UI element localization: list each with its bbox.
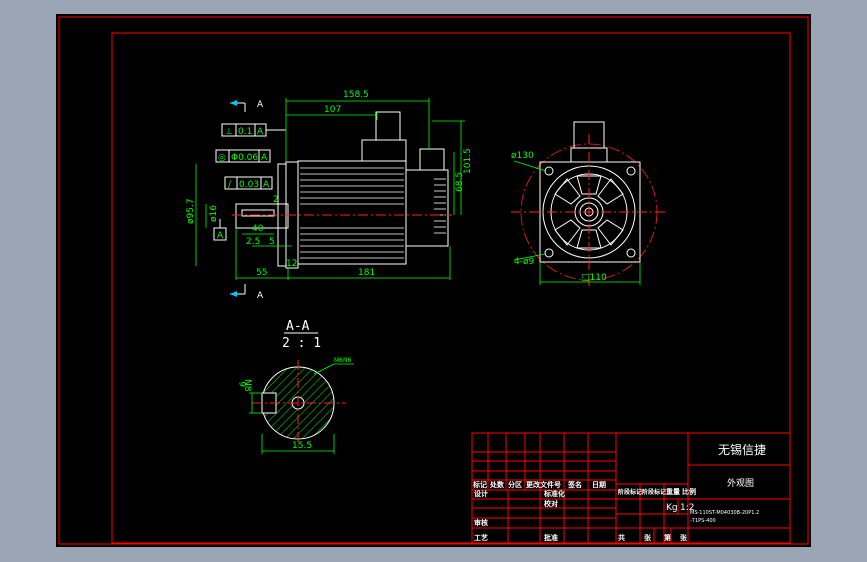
tb-sheet: 张 <box>680 533 688 542</box>
tb-col-mark: 标记 <box>472 480 487 489</box>
dim-height-1: 101.5 <box>463 148 473 174</box>
dim-bolt-circle: ø130 <box>511 151 534 161</box>
dim-key-depth: 6 <box>239 381 249 387</box>
gdt-3-symbol: ∕ <box>228 180 232 190</box>
dim-key-width: N8 <box>242 379 252 392</box>
tb-sheet-no: 第 <box>664 533 671 542</box>
side-view: A A ⊥ 0.1 A ◎ Φ0.06 A <box>186 90 473 301</box>
title-block-grid <box>472 433 790 543</box>
section-view: A-A 2 : 1 N8 6 M6N6 15.5 <box>239 319 354 454</box>
gdt-2-datum: A <box>261 153 268 163</box>
encoder-ribs <box>434 178 446 234</box>
cut-label-bottom: A <box>257 291 264 301</box>
tb-total: 共 <box>618 533 625 542</box>
dim-flange-dia: ø95.7 <box>186 198 196 224</box>
mounting-holes <box>544 166 636 258</box>
tb-designer: 设计 <box>474 489 488 498</box>
encoder-connector <box>419 148 445 171</box>
dim-body-top: 107 <box>324 105 341 115</box>
gdt-1-datum: A <box>257 127 264 137</box>
tb-col-sign: 签名 <box>567 480 582 489</box>
datum-a-box: A <box>213 219 227 241</box>
tb-company: 无锡信捷 <box>718 442 766 457</box>
tb-model-2: -71PS-400 <box>690 518 716 524</box>
tb-standard: 标准化 <box>543 489 565 498</box>
title-block-frame <box>471 432 791 544</box>
power-connector-base <box>361 139 407 162</box>
dim-shoulder2: 5 <box>269 237 275 247</box>
dim-square: □110 <box>581 273 607 283</box>
motor-body <box>297 160 407 265</box>
cooling-fins <box>300 167 404 259</box>
tb-col-count: 处数 <box>489 480 505 489</box>
dim-shaft-dia: ø16 <box>209 205 219 222</box>
shaft <box>235 203 289 229</box>
section-title: A-A <box>286 319 310 334</box>
encoder-housing <box>405 169 449 247</box>
front-dimensions <box>513 160 641 285</box>
tb-check: 校对 <box>544 499 558 508</box>
tb-weight-header: 重量 <box>666 487 680 496</box>
section-scale: 2 : 1 <box>282 336 321 351</box>
cut-label-top: A <box>257 100 264 110</box>
tb-col-date: 日期 <box>592 480 606 489</box>
outer-frame <box>58 16 809 545</box>
dim-body-len: 181 <box>358 268 375 278</box>
tb-reviewer: 审核 <box>474 518 488 527</box>
title-block: 标记 处数 分区 更改文件号 签名 日期 设计 审核 工艺 标准化 校对 批准 … <box>471 432 791 544</box>
tb-process: 工艺 <box>474 533 488 542</box>
shaft-key <box>241 209 275 217</box>
dim-overall: 158.5 <box>343 90 369 100</box>
dim-spigot: 2 <box>273 195 279 205</box>
dim-key-tol: M6N6 <box>334 357 351 364</box>
tb-model-1: MS-110ST-M04030B-20P1.2 <box>690 510 759 516</box>
inner-frame <box>111 32 791 544</box>
tb-col-zone: 分区 <box>508 480 522 489</box>
tb-scale-header: 比例 <box>682 487 696 496</box>
gdt-2-value: Φ0.06 <box>231 153 258 163</box>
tb-stage-mark: 阶段标记 <box>618 488 642 496</box>
gdt-3-datum: A <box>263 180 270 190</box>
side-dimensions <box>195 98 465 280</box>
gdt-runout: ∕ 0.03 A <box>224 176 273 190</box>
front-spokes <box>554 175 624 249</box>
section-dimensions <box>249 363 354 454</box>
gdt-concentricity: ◎ Φ0.06 A <box>215 149 271 163</box>
tb-drawing-name: 外观图 <box>727 477 754 489</box>
gdt-1-symbol: ⊥ <box>225 127 233 137</box>
cad-viewport[interactable]: A A ⊥ 0.1 A ◎ Φ0.06 A <box>56 14 811 547</box>
dim-shaft-section: 15.5 <box>292 441 312 451</box>
dim-key-len: 40 <box>252 224 264 234</box>
gdt-perpendicularity: ⊥ 0.1 A <box>221 123 286 137</box>
drawing-sheet: A A ⊥ 0.1 A ◎ Φ0.06 A <box>58 16 809 545</box>
tb-col-change-doc: 更改文件号 <box>526 480 561 489</box>
front-view: ø130 4-ø9 □110 <box>511 121 666 286</box>
tb-sheets: 张 <box>644 533 652 542</box>
section-cut-top: A <box>230 100 264 112</box>
dim-height-2: 68.5 <box>455 172 465 192</box>
tb-weight-unit: Kg <box>666 503 678 513</box>
power-connector <box>375 111 401 141</box>
tb-stage-mark-2: 阶段标记 <box>642 488 666 496</box>
dim-flange-thk: 12 <box>286 259 297 269</box>
gdt-3-value: 0.03 <box>239 180 259 190</box>
tb-scale-value: 1:2 <box>680 503 694 513</box>
dim-shaft-len: 55 <box>256 268 267 278</box>
datum-a-label: A <box>217 231 224 241</box>
section-cut-bottom: A <box>230 284 264 301</box>
tb-approve: 批准 <box>544 533 558 542</box>
gdt-1-value: 0.1 <box>238 127 252 137</box>
gdt-2-symbol: ◎ <box>218 153 226 163</box>
dim-shoulder: 2.5 <box>246 237 260 247</box>
dim-holes: 4-ø9 <box>514 257 534 267</box>
